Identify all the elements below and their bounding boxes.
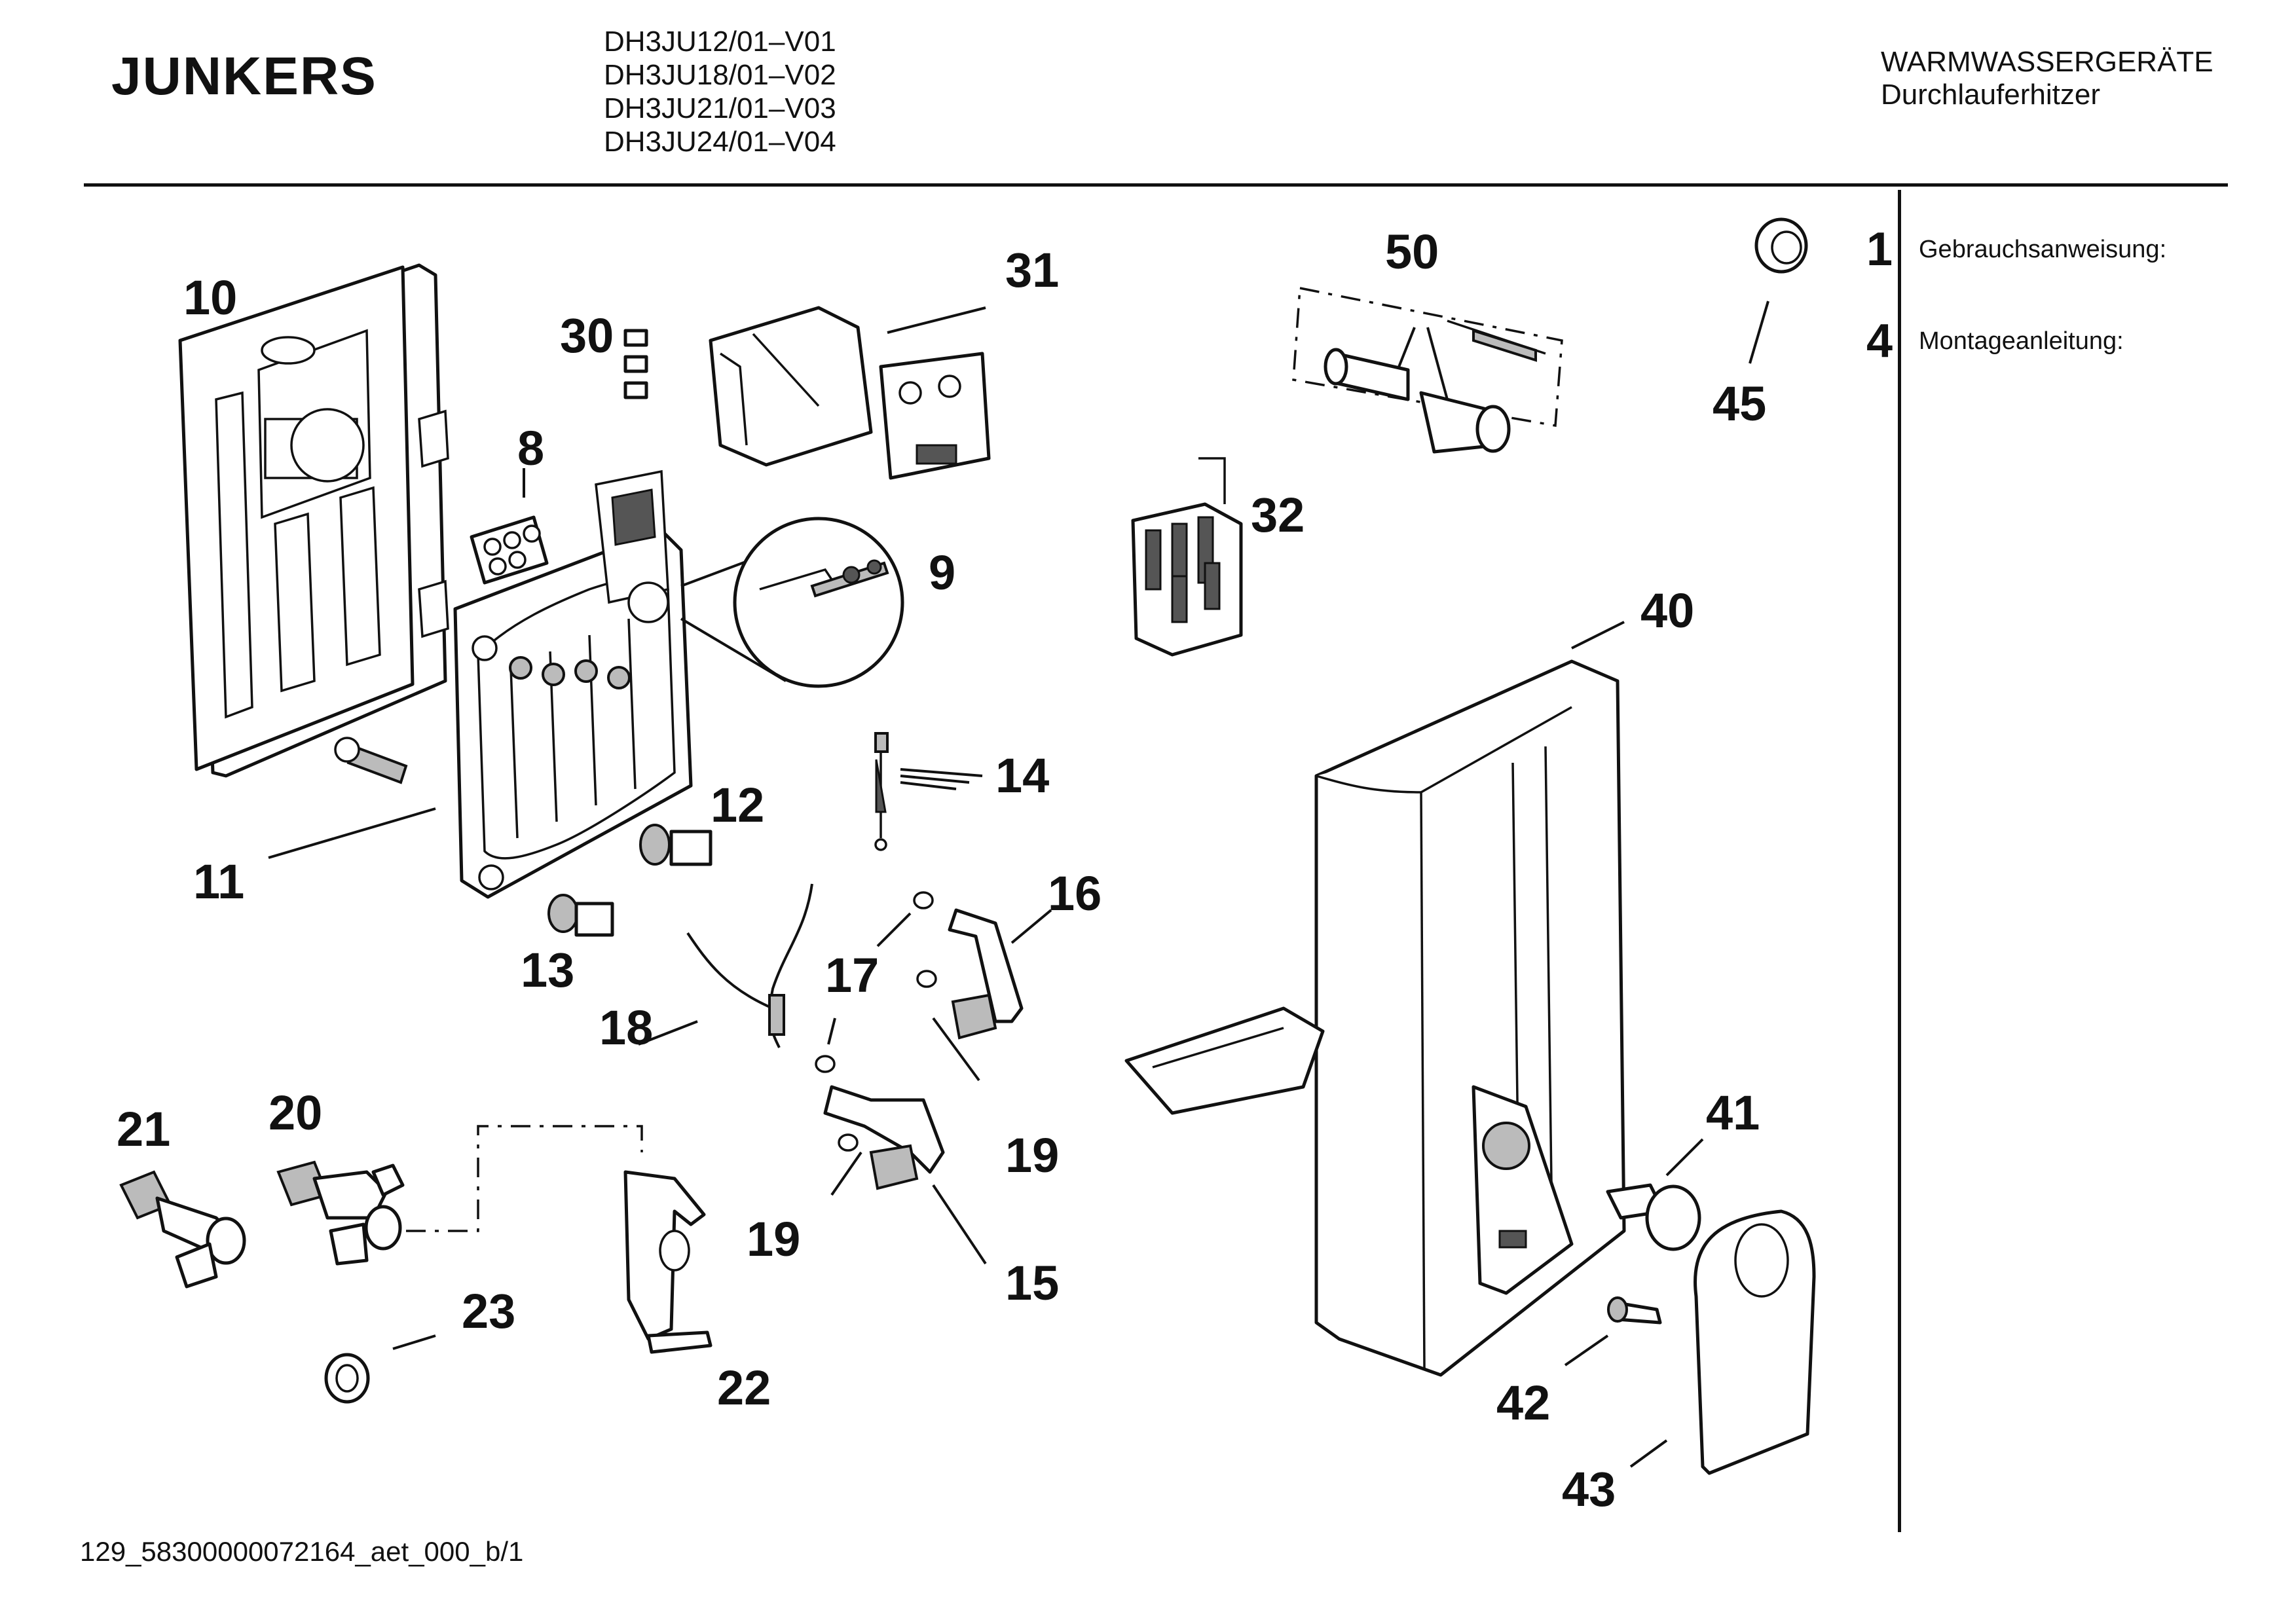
cap-part	[1754, 217, 1808, 274]
thermal-fuse-part	[547, 824, 713, 937]
callout-label: 30	[560, 308, 614, 363]
callout-label: 19	[747, 1212, 800, 1266]
document-entry-operating-manual: 1 Gebrauchsanweisung:	[1853, 223, 2166, 276]
mounting-plate-part	[178, 263, 449, 784]
document-entry-installation-manual: 4 Montageanleitung:	[1853, 314, 2124, 368]
category-subtitle: Durchlauferhitzer	[1881, 79, 2101, 111]
electronics-module-part	[1131, 457, 1243, 657]
callout-label: 13	[521, 943, 574, 997]
model-list: DH3JU12/01–V01 DH3JU18/01–V02 DH3JU21/01…	[604, 25, 836, 158]
detail-zoom-part	[680, 517, 904, 688]
category-block: WARMWASSERGERÄTE Durchlauferhitzer	[1881, 46, 2213, 111]
callout-label: 42	[1496, 1376, 1550, 1430]
callout-label: 43	[1562, 1462, 1616, 1516]
callout-label: 15	[1005, 1256, 1059, 1310]
model-number: DH3JU12/01–V01	[604, 26, 836, 58]
callout-label: 14	[995, 748, 1049, 803]
heating-block-part	[453, 469, 693, 899]
model-number: DH3JU18/01–V02	[604, 59, 836, 91]
footer-document-id: 129_58300000072164_aet_000_b/1	[80, 1536, 524, 1567]
document-number: 1	[1866, 223, 1893, 276]
bushing-part	[1607, 1296, 1662, 1325]
housing-cover-part	[1124, 659, 1626, 1377]
document-label: Montageanleitung:	[1919, 327, 2124, 355]
side-divider	[1898, 190, 1901, 1532]
callout-label: 31	[1005, 243, 1059, 297]
plug-part	[324, 1353, 370, 1404]
water-pipe-part	[815, 891, 1024, 1190]
callout-label: 17	[825, 948, 879, 1002]
document-label: Gebrauchsanweisung:	[1919, 235, 2167, 263]
callout-label: 23	[462, 1284, 515, 1338]
connector-clips-part	[623, 329, 648, 399]
category-title: WARMWASSERGERÄTE	[1881, 46, 2213, 78]
sensor-part	[874, 732, 983, 851]
callout-label: 19	[1005, 1128, 1059, 1182]
control-knob-part	[1606, 1183, 1701, 1251]
callout-label: 10	[183, 270, 237, 325]
diverter-part	[623, 1170, 713, 1354]
valve-part	[119, 1170, 246, 1289]
terminal-block-part	[470, 515, 549, 585]
brand-logo: JUNKERS	[111, 46, 377, 106]
callout-label: 18	[599, 1000, 653, 1055]
callout-label: 50	[1385, 225, 1439, 279]
callout-label: 12	[711, 778, 764, 832]
valve-part	[276, 1160, 405, 1266]
model-number: DH3JU21/01–V03	[604, 92, 836, 124]
assembly-line	[406, 1125, 643, 1232]
callout-label: 22	[717, 1361, 771, 1415]
callout-label: 40	[1640, 583, 1694, 638]
callout-label: 41	[1706, 1086, 1760, 1140]
callout-label: 16	[1048, 866, 1102, 921]
callout-label: 32	[1251, 488, 1305, 542]
fixing-kit-part	[1292, 286, 1563, 454]
document-number: 4	[1866, 315, 1893, 367]
callout-label: 45	[1713, 376, 1766, 431]
callout-label: 8	[517, 421, 544, 475]
cable-harness-part	[686, 883, 813, 1048]
model-number: DH3JU24/01–V04	[604, 126, 836, 158]
switch-relay-part	[709, 306, 991, 480]
callout-label: 21	[117, 1102, 170, 1156]
side-cover-part	[1694, 1209, 1816, 1475]
callout-label: 20	[268, 1086, 322, 1140]
callout-label: 9	[929, 545, 955, 600]
callout-label: 11	[193, 854, 244, 909]
header-divider	[84, 183, 2228, 187]
